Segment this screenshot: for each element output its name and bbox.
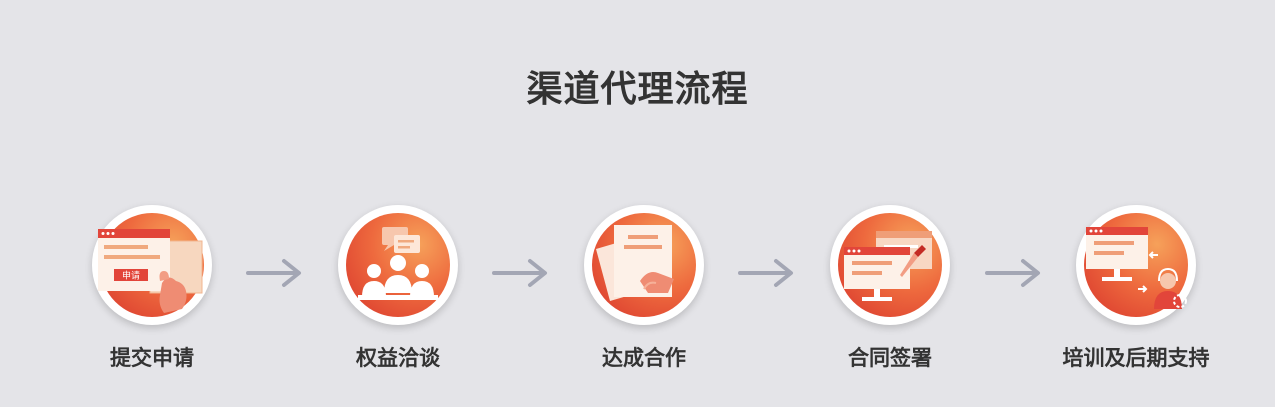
step-negotiation: 权益洽谈 bbox=[288, 205, 508, 385]
arrow-right-icon bbox=[492, 259, 547, 287]
negotiation-icon bbox=[358, 227, 438, 300]
arrow-right-icon bbox=[985, 259, 1040, 287]
step-label: 培训及后期支持 bbox=[1062, 346, 1210, 370]
apply-button-text: 申请 bbox=[122, 270, 140, 282]
training-support-icon bbox=[1086, 227, 1187, 309]
arrow-right-icon bbox=[246, 259, 301, 287]
page-title: 渠道代理流程 bbox=[526, 69, 749, 110]
step-badge bbox=[584, 205, 704, 325]
step-contract-signing: 合同签署 bbox=[780, 205, 1000, 385]
step-label: 提交申请 bbox=[110, 346, 194, 370]
step-badge bbox=[830, 205, 950, 325]
step-badge bbox=[338, 205, 458, 325]
apply-form-icon: 申请 bbox=[98, 229, 203, 313]
arrow-right-icon bbox=[738, 259, 793, 287]
step-submit-application: 申请 提交申请 bbox=[42, 205, 262, 385]
step-training-support: 培训及后期支持 bbox=[1026, 205, 1246, 385]
step-label: 达成合作 bbox=[602, 346, 686, 370]
contract-signing-icon bbox=[844, 231, 932, 301]
step-badge bbox=[1076, 205, 1196, 325]
step-cooperation: 达成合作 bbox=[534, 205, 754, 385]
step-label: 权益洽谈 bbox=[356, 346, 440, 370]
step-badge: 申请 bbox=[92, 205, 212, 325]
step-label: 合同签署 bbox=[848, 346, 932, 370]
handshake-document-icon bbox=[596, 225, 674, 301]
